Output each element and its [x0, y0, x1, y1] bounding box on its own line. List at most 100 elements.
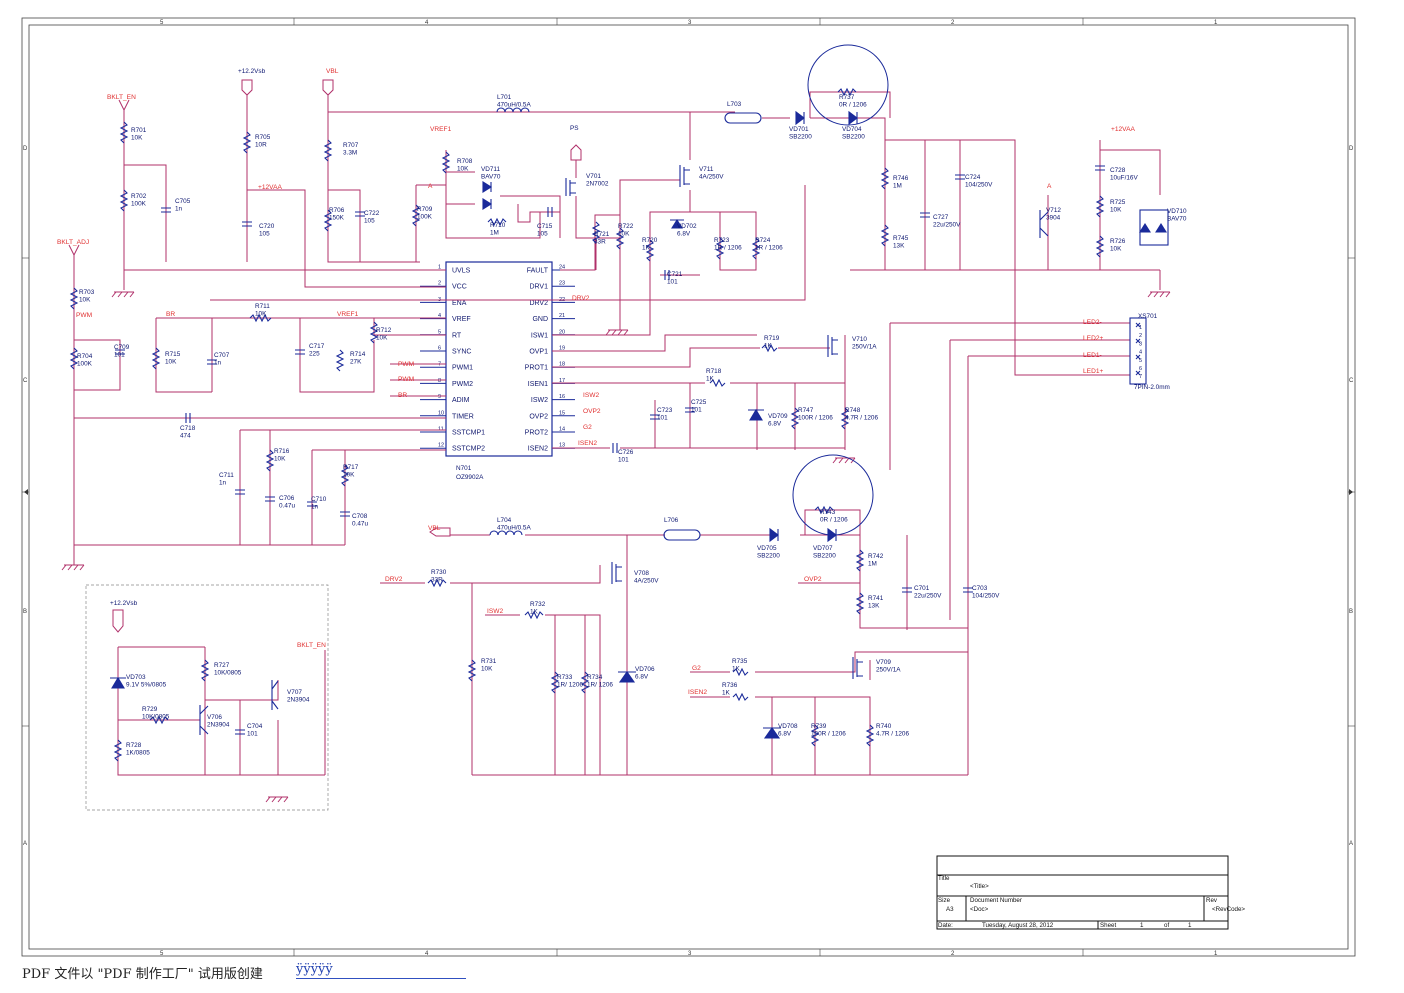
zone-col-top: 1: [1214, 20, 1218, 26]
label-r706-value: 150K: [329, 215, 345, 222]
label-r716-ref: R716: [274, 448, 290, 455]
label-r714-value: 27K: [350, 359, 362, 366]
label-r729-ref: R729: [142, 706, 158, 713]
label-r736-value: 1K: [722, 690, 731, 697]
label-c704-ref: C704: [247, 723, 263, 730]
label-r708-value: 10K: [457, 166, 469, 173]
highlight-circle-r743: [792, 454, 874, 536]
label-vd709-ref: VD709: [768, 413, 788, 420]
label-r736-ref: R736: [722, 682, 738, 689]
net-bklt-en: BKLT_EN: [107, 94, 136, 101]
ic-pin-number: 8: [438, 378, 441, 384]
label-c728-ref: C728: [1110, 167, 1126, 174]
date-value: Tuesday, August 28, 2012: [982, 922, 1054, 929]
label-v707-value: 2N3904: [287, 697, 310, 704]
label-r725-value: 10K: [1110, 207, 1122, 214]
net-ovp2: OVP2: [804, 576, 822, 583]
label-c701-ref: C701: [914, 585, 930, 592]
label-r746-ref: R746: [893, 175, 909, 182]
label-r720-ref: R720: [642, 237, 658, 244]
label-c711-ref: C711: [219, 472, 234, 479]
label-vd710-value: BAV70: [1167, 216, 1187, 223]
net-vsb: +12.2Vsb: [110, 600, 138, 607]
gnd-icon: [265, 796, 289, 803]
ic-pin-number: 23: [559, 281, 565, 287]
net-a: A: [1047, 183, 1052, 190]
label-c715-value: 105: [537, 231, 548, 238]
label-vd703-value: 9.1V 5%/0805: [126, 682, 167, 689]
label-vd705-value: SB2200: [757, 553, 780, 560]
dashed-enable-block: [85, 584, 329, 811]
ic-pin-name: FAULT: [527, 268, 549, 275]
label-v706-ref: V706: [207, 714, 222, 721]
label-r745-value: 13K: [893, 243, 905, 250]
center-arrow-icon: [24, 489, 1353, 495]
label-r728-value: 1K/0805: [126, 750, 150, 757]
label-vd707-ref: VD707: [813, 545, 833, 552]
label-r748-ref: R748: [845, 407, 861, 414]
ic-pin-number: 9: [438, 394, 441, 400]
docnum-label: Document Number: [970, 897, 1022, 904]
ic-pin-name: ISW2: [531, 397, 548, 404]
label-r705-value: 10R: [255, 142, 267, 149]
label-r712-value: 10K: [376, 335, 388, 342]
date-label: Date:: [938, 922, 953, 929]
label-r707-value: 3.3M: [343, 150, 357, 157]
label-vd708-value: 6.8V: [778, 731, 792, 738]
net-br: BR: [166, 311, 175, 318]
ic-pin-name: UVLS: [452, 268, 471, 275]
ic-pin-number: 12: [438, 443, 444, 449]
rev-value: <RevCode>: [1212, 906, 1245, 913]
net-drv2: DRV2: [572, 295, 590, 302]
ic-pin-number: 21: [559, 313, 565, 319]
ic-pin-name: PROT1: [525, 365, 548, 372]
label-r707-ref: R707: [343, 142, 359, 149]
ic-pin-name: ADIM: [452, 397, 470, 404]
components: [69, 87, 1169, 762]
label-c726-ref: C726: [618, 449, 634, 456]
ps-arrow-icon: [570, 144, 582, 161]
gnd-icon: [605, 329, 629, 336]
zone-col-top: 4: [425, 20, 429, 26]
ic-pin-number: 15: [559, 410, 565, 416]
label-v709-value: 250V/1A: [876, 667, 901, 674]
label-c707-ref: C707: [214, 352, 230, 359]
label-r708-ref: R708: [457, 158, 473, 165]
label-l703-ref: L703: [727, 101, 742, 108]
title-block: [936, 855, 1229, 930]
ic-pin-name: VCC: [452, 284, 467, 291]
label-r723-value: 1R / 1206: [714, 245, 742, 252]
label-c718-value: 474: [180, 433, 191, 440]
zone-col-top: 3: [688, 20, 692, 26]
net-led1p: LED1+: [1083, 368, 1103, 375]
zone-row-left: B: [23, 609, 27, 615]
xs701-pin-number: 6: [1139, 366, 1142, 372]
ic-pin-number: 5: [438, 329, 441, 335]
label-r724-ref: R724: [755, 237, 771, 244]
label-vd703-ref: VD703: [126, 674, 146, 681]
label-c725-ref: C725: [691, 399, 707, 406]
label-r728-ref: R728: [126, 742, 142, 749]
ic-pin-name: SSTCMP2: [452, 446, 485, 453]
label-r732-ref: R732: [530, 601, 546, 608]
xs701-pin-number: 3: [1139, 341, 1142, 347]
ic-pin-name: DRV1: [529, 284, 548, 291]
label-v708-value: 4A/250V: [634, 578, 659, 585]
net-ovp2: OVP2: [583, 408, 601, 415]
label-r748-value: 4.7R / 1206: [845, 415, 878, 422]
label-r709-value: 100K: [417, 214, 433, 221]
zone-col-bottom: 2: [951, 951, 955, 957]
vbl-arrow-icon: [322, 79, 334, 96]
label-r741-ref: R741: [868, 595, 884, 602]
net-bklt-adj: BKLT_ADJ: [57, 239, 89, 246]
label-c706-value: 0.47u: [279, 503, 295, 510]
label-r747-ref: R747: [798, 407, 814, 414]
label-r730-value: 33R: [431, 577, 443, 584]
label-r726-value: 10K: [1110, 246, 1122, 253]
label-c711-value: 1n: [219, 480, 227, 487]
ic-pin-number: 20: [559, 329, 565, 335]
ic-n701-body: [445, 261, 553, 457]
label-r746-value: 1M: [893, 183, 902, 190]
